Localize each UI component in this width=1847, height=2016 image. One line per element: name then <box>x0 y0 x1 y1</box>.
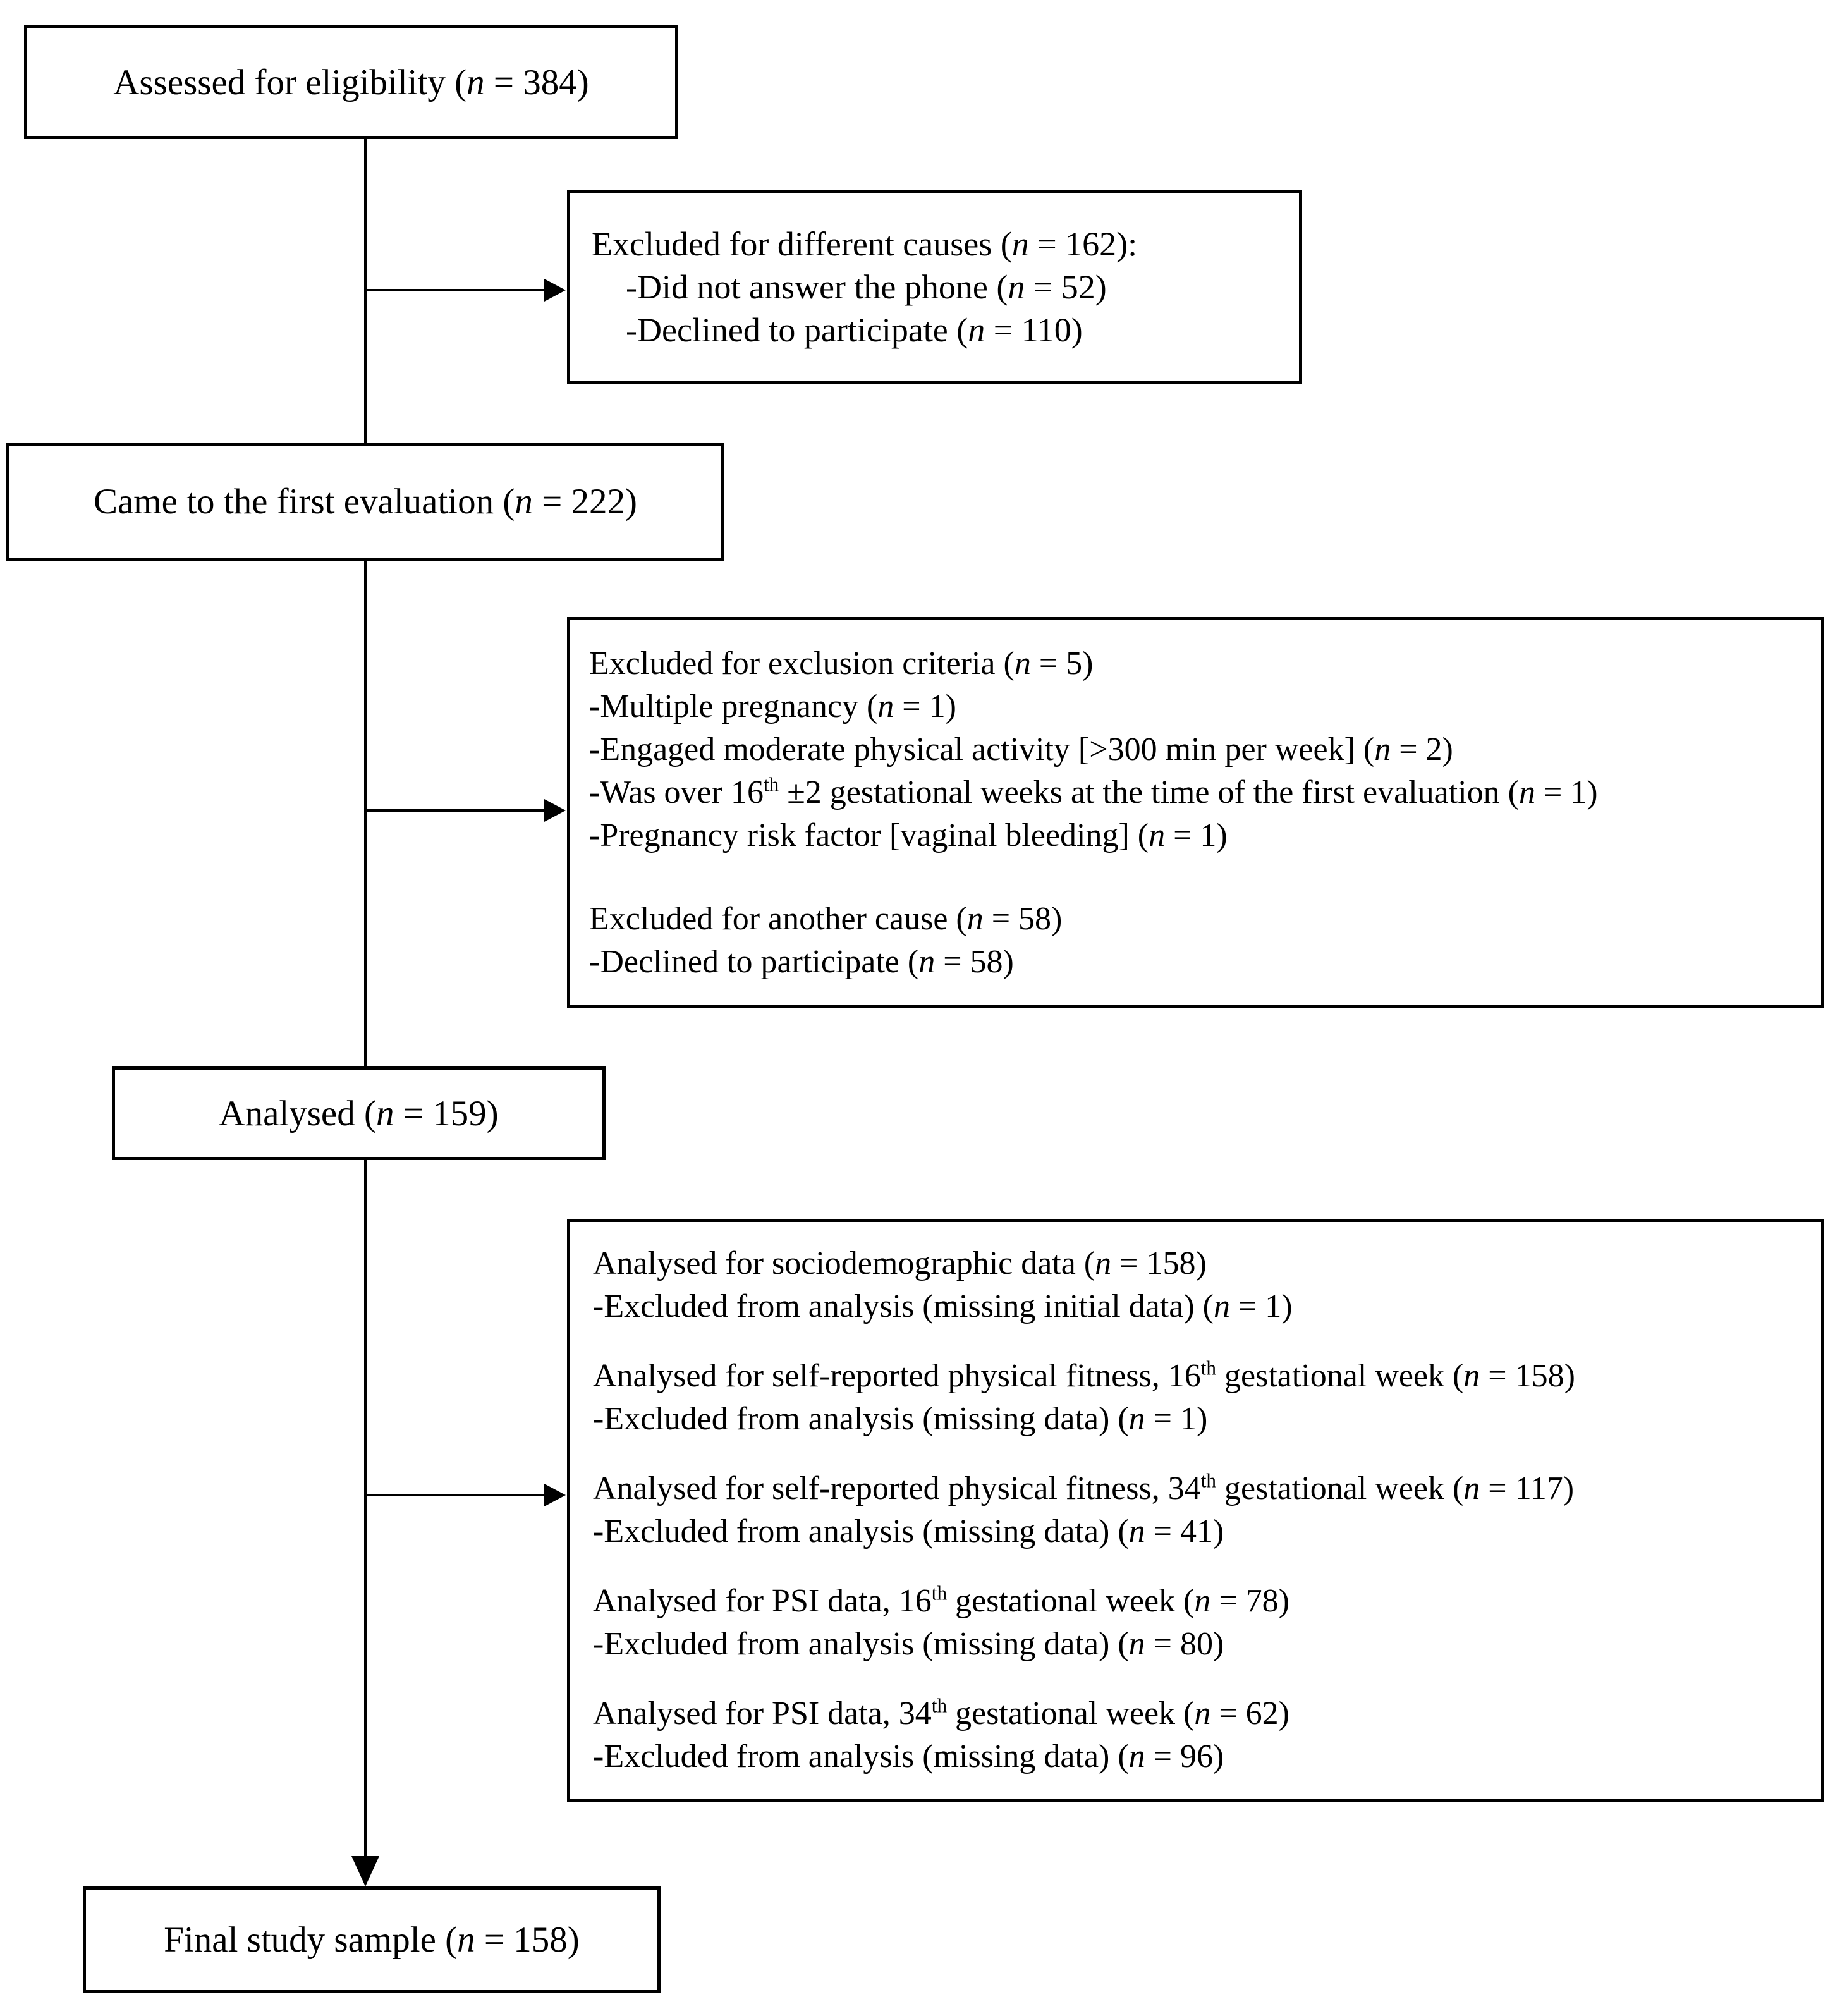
assessed-box: Assessed for eligibility (n = 384) <box>24 25 678 139</box>
connector-assessed-to-evaluation-line <box>364 139 367 444</box>
flow-text-line: -Excluded from analysis (missing data) (… <box>593 1401 1208 1437</box>
flow-text-line: -Excluded from analysis (missing data) (… <box>593 1513 1224 1549</box>
flow-text-line: Analysed for PSI data, 16th gestational … <box>593 1582 1290 1619</box>
flow-text-line: Analysed for self-reported physical fitn… <box>593 1469 1575 1506</box>
blank-line <box>589 857 1808 898</box>
flow-text-line: Excluded for different causes (n = 162): <box>592 225 1138 263</box>
blank-line <box>593 1553 1808 1580</box>
arrowhead-right-icon <box>544 799 566 822</box>
flow-text-line: -Declined to participate (n = 110) <box>626 311 1083 349</box>
flow-text-line: Analysed for sociodemographic data (n = … <box>593 1245 1207 1281</box>
flow-text-line: -Was over 16th ±2 gestational weeks at t… <box>589 773 1598 810</box>
analysed-detail-box: Analysed for sociodemographic data (n = … <box>567 1219 1824 1802</box>
flow-text-line: Came to the first evaluation (n = 222) <box>93 482 638 522</box>
flow-text-line: -Excluded from analysis (missing data) (… <box>593 1738 1224 1775</box>
blank-line <box>593 1328 1808 1355</box>
connector-analysed-to-final-line <box>364 1159 367 1857</box>
flow-text-line: Analysed for self-reported physical fitn… <box>593 1357 1575 1394</box>
flow-text-line: -Multiple pregnancy (n = 1) <box>589 688 956 724</box>
connector-to-excluded-criteria-line <box>365 809 545 812</box>
flow-text-line: -Excluded from analysis (missing data) (… <box>593 1626 1224 1662</box>
flow-text-line: Excluded for another cause (n = 58) <box>589 900 1063 937</box>
flow-text-line: Final study sample (n = 158) <box>164 1920 580 1960</box>
connector-to-excluded-causes-line <box>365 289 545 291</box>
flow-text-line: -Pregnancy risk factor [vaginal bleeding… <box>589 817 1228 853</box>
flow-text-line: Assessed for eligibility (n = 384) <box>113 62 589 102</box>
connector-to-analysed-detail-line <box>365 1494 545 1496</box>
arrowhead-down-icon <box>351 1856 379 1886</box>
arrowhead-right-icon <box>544 1484 566 1506</box>
blank-line <box>593 1666 1808 1692</box>
flow-text-line: Analysed for PSI data, 34th gestational … <box>593 1694 1290 1732</box>
flow-text-line: -Engaged moderate physical activity [>30… <box>589 731 1453 767</box>
flow-text-line: Analysed (n = 159) <box>219 1093 499 1133</box>
final-sample-box: Final study sample (n = 158) <box>83 1886 661 1993</box>
blank-line <box>593 1441 1808 1467</box>
flow-text-line: Excluded for exclusion criteria (n = 5) <box>589 645 1094 681</box>
arrowhead-right-icon <box>544 279 566 302</box>
flow-text-line: -Declined to participate (n = 58) <box>589 943 1014 980</box>
first-evaluation-box: Came to the first evaluation (n = 222) <box>6 443 724 561</box>
connector-evaluation-to-analysed-line <box>364 559 367 1068</box>
flow-text-line: -Excluded from analysis (missing initial… <box>593 1288 1293 1324</box>
excluded-criteria-box: Excluded for exclusion criteria (n = 5) -… <box>567 617 1824 1008</box>
excluded-different-causes-box: Excluded for different causes (n = 162):… <box>567 190 1302 384</box>
flow-text-line: -Did not answer the phone (n = 52) <box>626 268 1107 306</box>
analysed-box: Analysed (n = 159) <box>112 1066 606 1160</box>
